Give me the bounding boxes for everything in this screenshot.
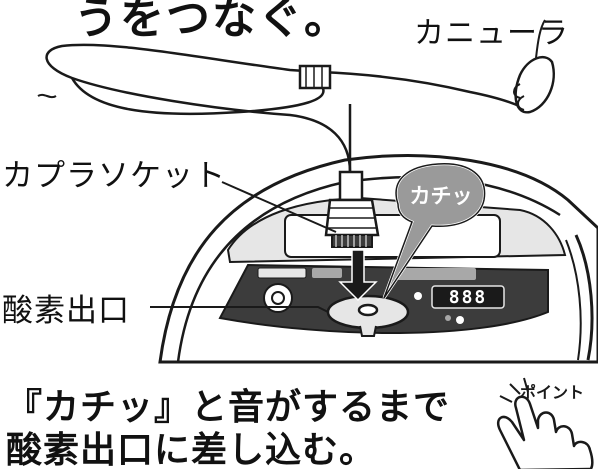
coupler-socket: [324, 170, 380, 248]
pointing-hand-icon: [496, 395, 594, 469]
heading-fragment: うをつなぐ。: [74, 0, 350, 44]
caption-line-1: 『カチッ』と音がするまで: [6, 387, 451, 428]
cannula-tube: [37, 43, 555, 173]
click-sound-bubble: カチッ: [382, 162, 487, 299]
click-bubble-text: カチッ: [410, 184, 473, 208]
flow-display: 888: [449, 287, 488, 308]
insert-arrow-icon: [338, 249, 378, 302]
point-badge-text: ポイント: [520, 383, 584, 402]
oxygen-outlet-label: 酸素出口: [2, 293, 130, 329]
coupler-socket-label: カプラソケット: [2, 158, 226, 194]
point-badge: ポイント: [496, 377, 594, 469]
outlet-leader-line: [150, 306, 329, 313]
caption-line-2: 酸素出口に差し込む。: [6, 430, 377, 471]
coupler-leader-line: [221, 181, 337, 233]
cannula-leader-line: [535, 19, 546, 59]
cannula-label: カニューラ: [414, 16, 569, 51]
oxygen-concentrator-device: 888: [158, 154, 598, 364]
